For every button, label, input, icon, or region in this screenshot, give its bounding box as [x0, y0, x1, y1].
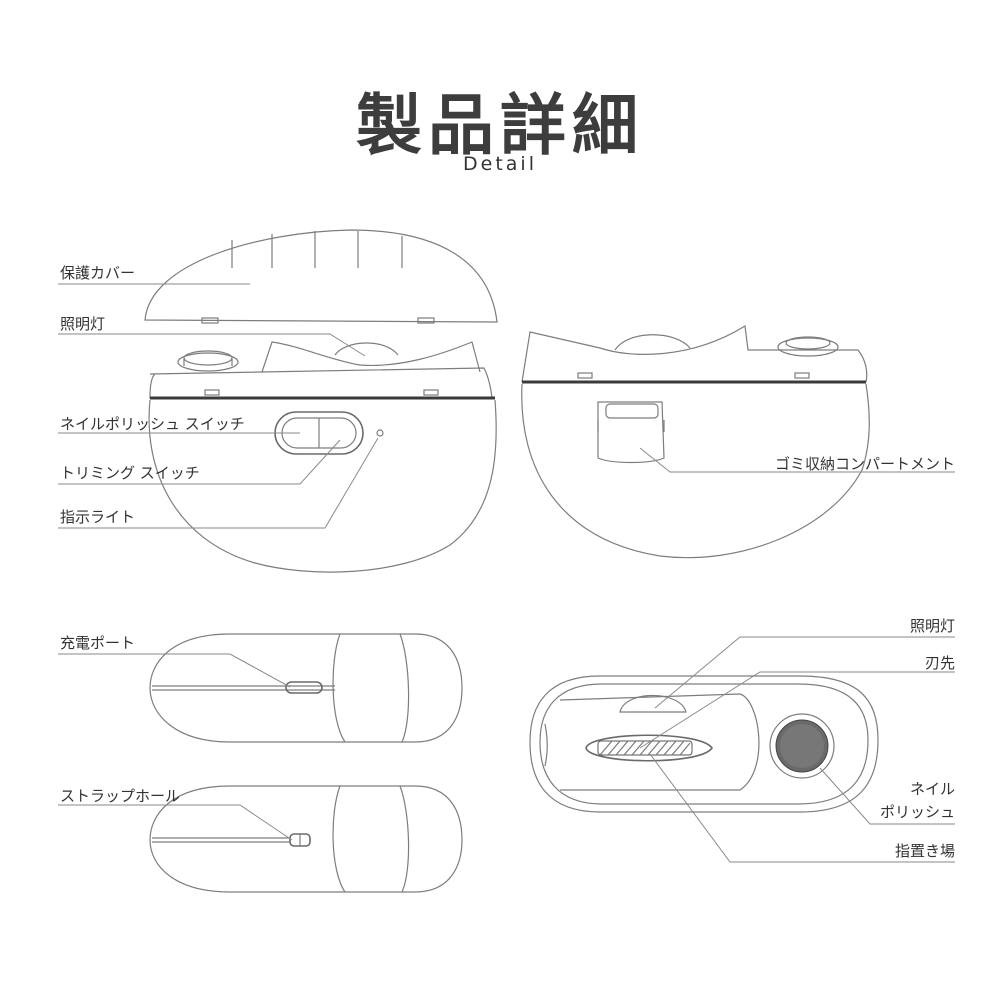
device-side-charge	[149, 633, 463, 743]
indicator-light	[376, 429, 384, 437]
page-title: 製品詳細	[356, 87, 644, 164]
light-window	[619, 695, 687, 713]
device-rear-view	[521, 324, 870, 559]
label-protective-cover: 保護カバー	[60, 264, 136, 282]
label-charge-port: 充電ポート	[60, 634, 136, 652]
polish-disc	[769, 713, 835, 779]
label-strap-hole: ストラップホール	[60, 787, 181, 805]
label-finger-rest: 指置き場	[894, 842, 955, 860]
label-indicator-light: 指示ライト	[60, 508, 136, 526]
label-nail-polish-line1: ネイル	[909, 780, 955, 798]
label-light-bottom: 照明灯	[909, 617, 955, 635]
device-side-strap	[149, 785, 463, 893]
charge-port-slot	[285, 681, 323, 694]
rear-knob	[777, 336, 839, 357]
label-polish-switch: ネイルポリッシュ スイッチ	[60, 415, 245, 433]
leader-lines	[58, 283, 955, 863]
label-trim-switch: トリミング スイッチ	[60, 464, 200, 482]
finger-arch	[261, 341, 481, 373]
label-light-top: 照明灯	[60, 315, 106, 333]
page-subtitle: Detail	[463, 153, 537, 175]
blade-slot	[585, 734, 713, 762]
device-top-view	[529, 675, 879, 813]
protective-cover	[144, 229, 498, 323]
label-nail-polish-line2: ポリッシュ	[879, 803, 955, 821]
top-housing	[149, 367, 493, 399]
label-dust-compartment: ゴミ収納コンパートメント	[774, 455, 955, 473]
label-blade: 刃先	[924, 654, 955, 672]
lower-body	[148, 399, 497, 573]
polish-knob	[177, 350, 239, 372]
device-front-view	[144, 229, 498, 573]
dust-compartment-door	[597, 401, 665, 464]
